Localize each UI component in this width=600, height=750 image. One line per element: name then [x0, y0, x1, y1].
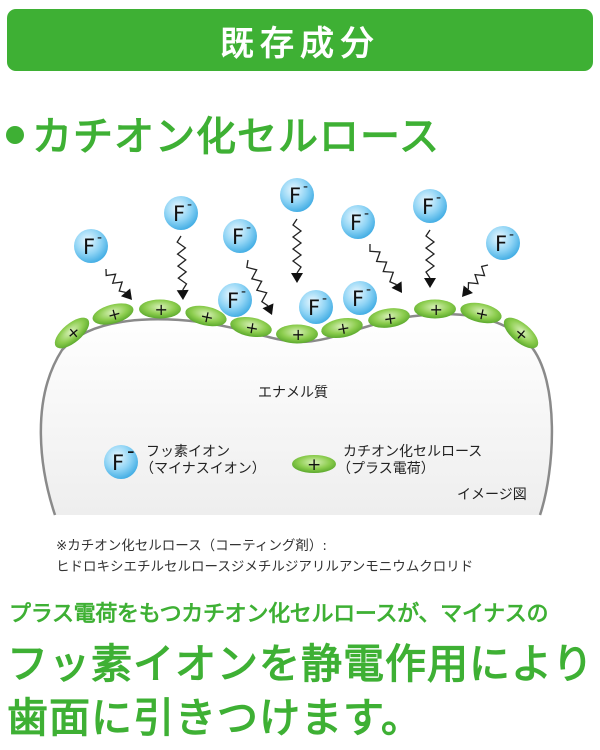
section-banner: 既存成分 — [7, 9, 593, 71]
ion-charge: - — [509, 227, 514, 243]
banner-title: 既存成分 — [220, 23, 380, 64]
cationic-cellulose-icon: + — [292, 455, 336, 475]
ion-symbol: F — [495, 232, 507, 256]
wavy-arrow — [369, 243, 402, 293]
legend-cation-label-1: カチオン化セルロース — [343, 444, 482, 460]
summary-line-2: 歯面に引きつけます。 — [7, 694, 423, 742]
ion-symbol: F — [232, 225, 244, 249]
enamel-label: エナメル質 — [258, 385, 328, 401]
legend-ion-label-2: （マイナスイオン） — [140, 461, 266, 477]
ion-charge: - — [303, 179, 308, 195]
ion-charge: - — [366, 282, 371, 298]
plus-sign: + — [335, 318, 352, 339]
ion-symbol: F — [83, 235, 95, 259]
ion-symbol: F — [173, 202, 185, 226]
cation-cellulose: + — [460, 302, 502, 324]
cation-cellulose: + — [503, 317, 539, 349]
arrowhead-icon — [424, 278, 436, 288]
ingredient-heading: カチオン化セルロース — [6, 104, 440, 162]
summary-lead: プラス電荷をもつカチオン化セルロースが、マイナスの — [9, 602, 549, 627]
footnote: ※カチオン化セルロース（コーティング剤）: ヒドロキシエチルセルロースジメチルジ… — [56, 536, 473, 578]
ion-charge: - — [246, 220, 251, 236]
legend-ion-symbol: F — [112, 451, 124, 475]
fluoride-ions: F-F-F-F-F-F-F-F-F-F- — [74, 178, 520, 324]
fluoride-ion: F- — [164, 196, 198, 230]
ion-symbol: F — [227, 289, 239, 313]
bullet-icon — [6, 126, 24, 144]
ion-charge: - — [241, 284, 246, 300]
plus-sign: + — [155, 300, 168, 319]
fluoride-ion: F- — [486, 226, 520, 260]
wavy-arrow — [462, 264, 489, 297]
fluoride-ion: F- — [280, 178, 314, 212]
legend: F - フッ素イオン （マイナスイオン） + カチオン化セルロース （プラス電荷… — [104, 439, 482, 479]
legend-cation-label-2: （プラス電荷） — [337, 461, 435, 477]
ion-charge: - — [97, 230, 102, 246]
arrowhead-icon — [462, 285, 473, 297]
attraction-arrows — [105, 218, 489, 315]
plus-sign: + — [292, 325, 305, 344]
cation-cellulose: + — [139, 299, 181, 319]
plus-sign: + — [199, 306, 216, 327]
summary-line-1: フッ素イオンを静電作用により — [7, 640, 595, 688]
ion-charge: - — [187, 197, 192, 213]
cation-cellulose: + — [414, 299, 456, 319]
ion-symbol: F — [350, 211, 362, 235]
plus-sign: + — [105, 303, 123, 325]
wavy-arrow — [105, 268, 132, 300]
footnote-line-2: ヒドロキシエチルセルロースジメチルジアリルアンモニウムクロリド — [56, 559, 474, 575]
arrowhead-icon — [120, 288, 132, 300]
ion-symbol: F — [352, 287, 364, 311]
arrowhead-icon — [262, 303, 274, 315]
wavy-arrow — [176, 235, 189, 300]
ion-charge: - — [322, 291, 327, 307]
cation-cellulose: + — [54, 317, 90, 349]
fluoride-ion: F- — [299, 290, 333, 324]
plus-sign: + — [244, 317, 261, 338]
fluoride-ion: F- — [223, 219, 257, 253]
fluoride-ion-icon: F - — [104, 439, 138, 479]
cation-cellulose: + — [92, 303, 134, 325]
ion-charge: - — [436, 190, 441, 206]
plus-sign: + — [474, 303, 491, 324]
ion-symbol: F — [289, 184, 301, 208]
fluoride-ion: F- — [218, 283, 252, 317]
ion-charge: - — [364, 206, 369, 222]
fluoride-ion: F- — [341, 205, 375, 239]
footnote-line-1: ※カチオン化セルロース（コーティング剤）: — [56, 538, 327, 554]
arrowhead-icon — [291, 273, 303, 283]
wavy-arrow — [246, 259, 274, 315]
cation-cellulose: + — [185, 305, 227, 327]
cationic-cellulose-layer: + + + + + + + + + + + — [54, 299, 539, 349]
arrowhead-icon — [391, 281, 402, 293]
arrowhead-icon — [176, 289, 189, 300]
cation-cellulose: + — [368, 308, 410, 329]
wavy-arrow — [424, 229, 436, 288]
mechanism-diagram: +++++++++++ F-F-F-F-F-F-F-F-F-F- エナメル質 F… — [39, 178, 554, 516]
cation-cellulose: + — [321, 318, 363, 339]
cation-cellulose: + — [276, 324, 318, 344]
legend-cation-symbol: + — [307, 455, 321, 475]
enamel-surface — [40, 314, 552, 515]
fluoride-ion: F- — [343, 281, 377, 315]
cation-cellulose: + — [230, 316, 272, 338]
fluoride-ion: F- — [413, 189, 447, 223]
ion-symbol: F — [422, 195, 434, 219]
fluoride-ion: F- — [74, 229, 108, 263]
image-note: イメージ図 — [457, 487, 527, 503]
plus-sign: + — [382, 308, 398, 329]
plus-sign: + — [430, 300, 443, 319]
legend-ion-label-1: フッ素イオン — [146, 444, 230, 460]
legend-ion-charge: - — [127, 439, 135, 463]
ingredient-title: カチオン化セルロース — [32, 114, 440, 160]
wavy-arrow — [291, 218, 303, 283]
ion-symbol: F — [308, 296, 320, 320]
